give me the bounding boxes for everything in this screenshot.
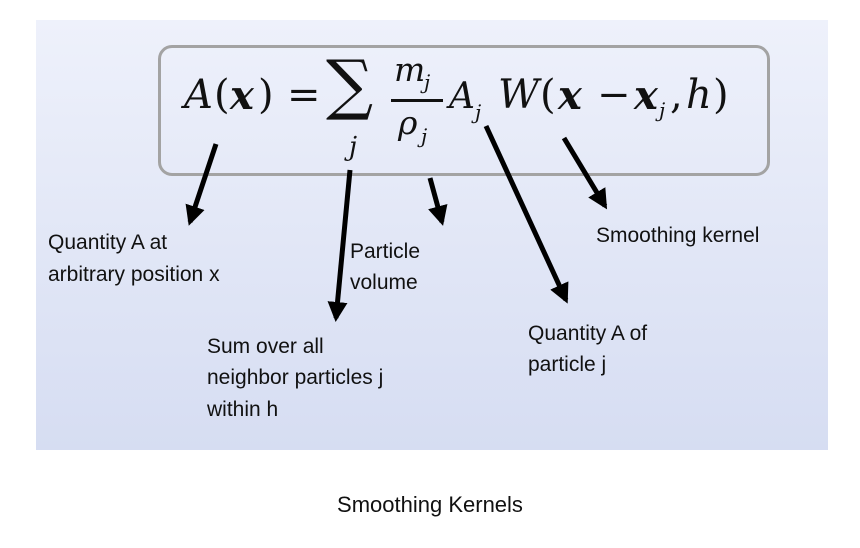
kernel-h: h xyxy=(686,72,712,118)
label-line: Particle xyxy=(350,240,421,263)
kernel-xj-sub: j xyxy=(659,98,666,122)
slide-background xyxy=(36,20,828,450)
arrow-smoothing-kernel xyxy=(561,136,608,210)
lhs-a: A xyxy=(184,72,213,118)
equation-box xyxy=(158,45,770,176)
kernel-comma: , xyxy=(670,72,683,118)
fraction-bar xyxy=(391,99,443,102)
figure-caption: Smoothing Kernels xyxy=(337,492,523,517)
label-line: Sum over all xyxy=(207,335,324,358)
arrow-quantity-a-at-x xyxy=(185,143,219,226)
fraction-numerator-sub: j xyxy=(424,70,431,94)
sum-index: j xyxy=(349,132,358,162)
label-line: Quantity A of xyxy=(528,322,648,345)
label-line: neighbor particles j xyxy=(207,366,384,389)
kernel-minus: − xyxy=(597,72,631,118)
label-line: arbitrary position x xyxy=(48,263,220,286)
label-line: within h xyxy=(207,398,279,421)
kernel-paren-open: ( xyxy=(540,72,556,118)
fraction-numerator: m xyxy=(394,50,426,89)
kernel-paren-close: ) xyxy=(713,72,729,118)
kernel-x: x xyxy=(558,72,582,119)
lhs-x: x xyxy=(230,72,254,119)
arrow-quantity-a-of-particle xyxy=(483,124,569,304)
lhs-paren-close: ) xyxy=(258,72,274,118)
arrow-sum-over-neighbors xyxy=(327,169,353,322)
term-a-sub: j xyxy=(475,100,482,124)
label-smoothing-kernel: Smoothing kernel xyxy=(596,224,760,247)
arrow-particle-volume xyxy=(427,177,448,226)
kernel-w: W xyxy=(498,72,540,118)
fraction-denominator: ρ xyxy=(398,103,418,142)
lhs-paren-open: ( xyxy=(214,72,230,118)
label-line: particle j xyxy=(528,353,607,376)
sum-symbol: ∑ xyxy=(326,46,374,123)
label-line: Quantity A at xyxy=(48,231,168,254)
kernel-xj: x xyxy=(634,72,658,119)
label-line: volume xyxy=(350,271,418,294)
term-a: A xyxy=(449,76,475,117)
equals-sign: = xyxy=(287,72,321,118)
fraction-denominator-sub: j xyxy=(421,124,428,148)
